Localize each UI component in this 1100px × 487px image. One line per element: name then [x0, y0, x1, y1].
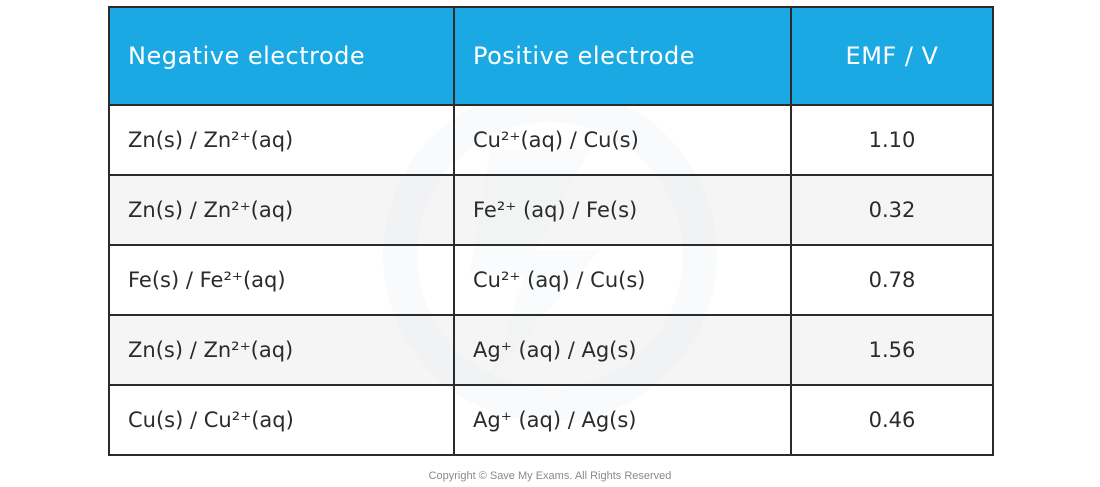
emf-cell: 0.46 — [790, 384, 994, 456]
header-emf: EMF / V — [790, 6, 994, 106]
emf-cell: 0.78 — [790, 244, 994, 316]
copyright-notice: Copyright © Save My Exams. All Rights Re… — [428, 470, 672, 482]
header-positive-electrode: Positive electrode — [453, 6, 792, 106]
table-row: Zn(s) / Zn²⁺(aq) Ag⁺ (aq) / Ag(s) 1.56 — [108, 314, 994, 386]
table-row: Zn(s) / Zn²⁺(aq) Fe²⁺ (aq) / Fe(s) 0.32 — [108, 174, 994, 246]
negative-electrode-cell: Fe(s) / Fe²⁺(aq) — [108, 244, 455, 316]
table-row: Cu(s) / Cu²⁺(aq) Ag⁺ (aq) / Ag(s) 0.46 — [108, 384, 994, 456]
emf-cell: 1.56 — [790, 314, 994, 386]
positive-electrode-cell: Cu²⁺(aq) / Cu(s) — [453, 104, 792, 176]
positive-electrode-cell: Fe²⁺ (aq) / Fe(s) — [453, 174, 792, 246]
emf-cell: 0.32 — [790, 174, 994, 246]
negative-electrode-cell: Zn(s) / Zn²⁺(aq) — [108, 104, 455, 176]
negative-electrode-cell: Cu(s) / Cu²⁺(aq) — [108, 384, 455, 456]
emf-cell: 1.10 — [790, 104, 994, 176]
positive-electrode-cell: Ag⁺ (aq) / Ag(s) — [453, 384, 792, 456]
emf-table: Negative electrode Positive electrode EM… — [108, 6, 994, 456]
positive-electrode-cell: Cu²⁺ (aq) / Cu(s) — [453, 244, 792, 316]
header-negative-electrode: Negative electrode — [108, 6, 455, 106]
positive-electrode-cell: Ag⁺ (aq) / Ag(s) — [453, 314, 792, 386]
negative-electrode-cell: Zn(s) / Zn²⁺(aq) — [108, 174, 455, 246]
table-row: Fe(s) / Fe²⁺(aq) Cu²⁺ (aq) / Cu(s) 0.78 — [108, 244, 994, 316]
negative-electrode-cell: Zn(s) / Zn²⁺(aq) — [108, 314, 455, 386]
header-row: Negative electrode Positive electrode EM… — [108, 6, 994, 106]
table-row: Zn(s) / Zn²⁺(aq) Cu²⁺(aq) / Cu(s) 1.10 — [108, 104, 994, 176]
